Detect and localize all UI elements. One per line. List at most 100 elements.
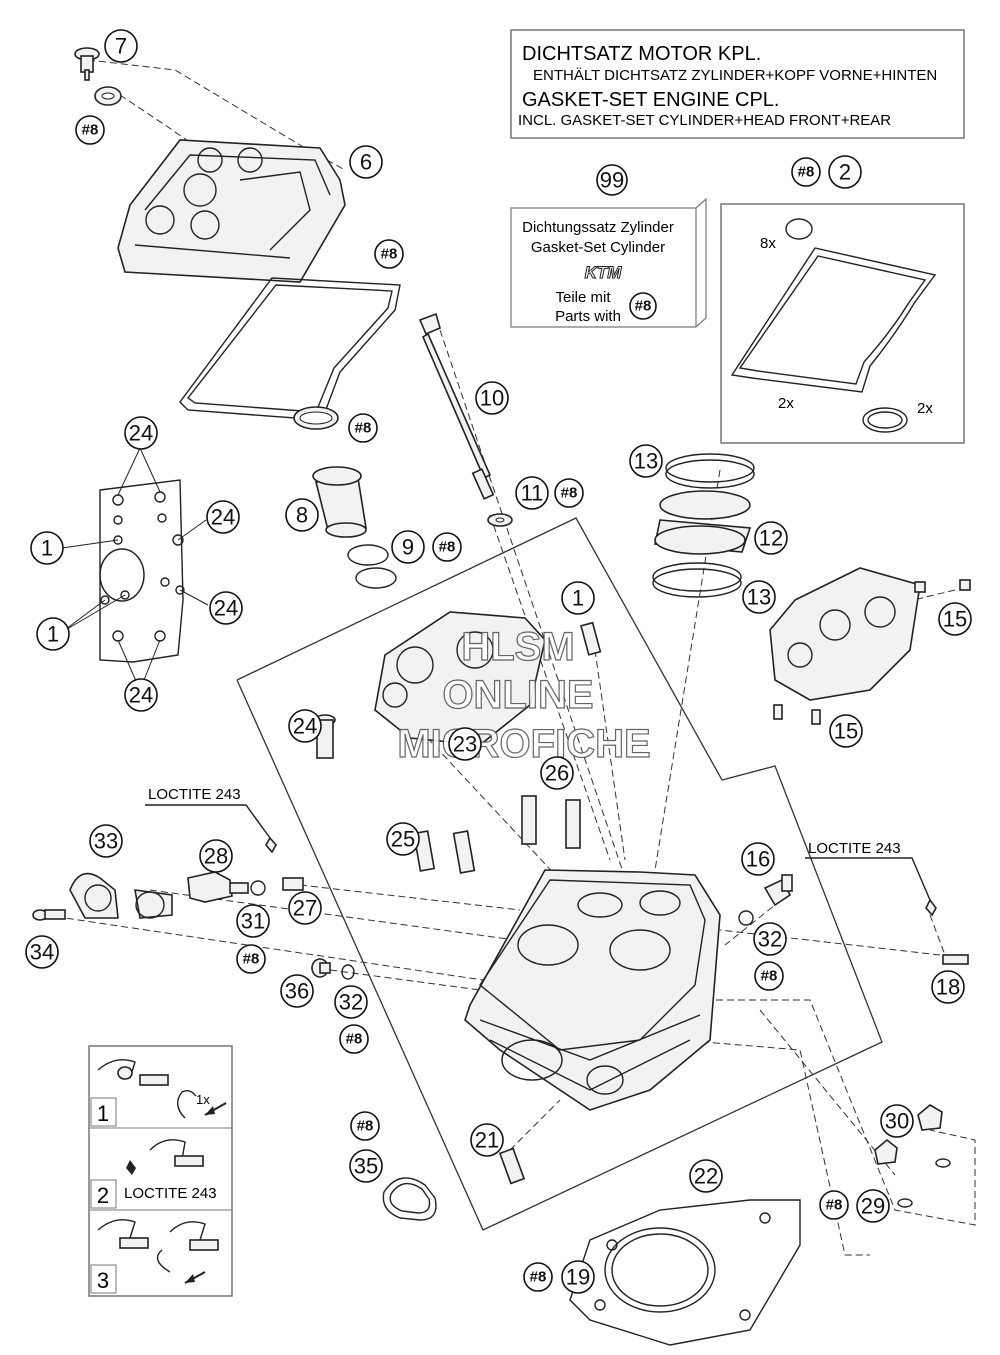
callout-c8j: #8 xyxy=(350,1111,380,1141)
callout-label: 32 xyxy=(339,990,363,1015)
step-2-number: 2 xyxy=(97,1183,109,1208)
callout-label: 30 xyxy=(885,1109,909,1134)
plug-36 xyxy=(311,958,331,978)
callout-c10: 10 xyxy=(475,381,509,415)
svg-text:HLSM: HLSM xyxy=(461,625,574,669)
callout-c8f: #8 xyxy=(791,157,821,187)
callout-label: 13 xyxy=(634,449,658,474)
callout-c1b: 1 xyxy=(36,617,70,651)
callout-label: #8 xyxy=(357,1118,374,1135)
callout-c24a: 24 xyxy=(124,416,158,450)
o-ring-small xyxy=(785,218,813,240)
cover-gasket xyxy=(179,277,401,421)
callout-c24b: 24 xyxy=(206,500,240,534)
seal-ring-in-set xyxy=(862,407,908,433)
loctite-label-left: LOCTITE 243 xyxy=(145,786,271,839)
callout-c31: 31 xyxy=(236,904,270,938)
kit-line2: Gasket-Set Cylinder xyxy=(531,239,665,256)
gasket-box-line2: ENTHÄLT DICHTSATZ ZYLINDER+KOPF VORNE+HI… xyxy=(533,67,937,84)
callout-label: 13 xyxy=(747,585,771,610)
valve-cover-6 xyxy=(117,139,346,283)
callout-label: 22 xyxy=(694,1164,718,1189)
callout-label: 12 xyxy=(759,526,783,551)
callout-label: 8 xyxy=(296,503,308,528)
head-gasket-19 xyxy=(569,1199,801,1346)
callout-label: 34 xyxy=(30,940,54,965)
callout-label: 35 xyxy=(354,1154,378,1179)
clamp-13-upper xyxy=(665,453,755,489)
callout-c28: 28 xyxy=(199,839,233,873)
callout-c9: 9 xyxy=(391,530,425,564)
callout-label: #8 xyxy=(381,246,398,263)
callout-c24e: 24 xyxy=(288,709,322,743)
cam-bridge-center xyxy=(374,611,602,746)
watermark: HLSM ONLINE MICROFICHE xyxy=(397,624,652,766)
callout-c24d: 24 xyxy=(124,678,158,712)
callout-label: 28 xyxy=(204,844,228,869)
callout-label: 29 xyxy=(861,1194,885,1219)
cover-gasket-in-set xyxy=(730,247,937,393)
o-ring-35 xyxy=(382,1177,437,1221)
sensor-housing-33 xyxy=(69,872,173,919)
kit-ref-8: #8 xyxy=(629,292,657,320)
callout-label: 1 xyxy=(47,622,59,647)
kit-line4: Parts with xyxy=(555,308,621,325)
callout-label: 33 xyxy=(94,829,118,854)
callout-label: 32 xyxy=(758,927,782,952)
callout-c8l: #8 xyxy=(523,1262,553,1292)
step-1-number: 1 xyxy=(97,1101,109,1126)
callout-c33: 33 xyxy=(89,824,123,858)
step-2-text: LOCTITE 243 xyxy=(124,1185,217,1202)
fitting-18 xyxy=(925,898,969,965)
callout-c16: 16 xyxy=(741,842,775,876)
callout-label: #8 xyxy=(530,1269,547,1286)
callout-c8i: #8 xyxy=(754,961,784,991)
bolt-10 xyxy=(418,312,495,500)
callout-label: 10 xyxy=(480,386,504,411)
callout-label: 26 xyxy=(545,761,569,786)
callout-label: #8 xyxy=(439,539,456,556)
callout-label: 24 xyxy=(211,505,235,530)
svg-text:#8: #8 xyxy=(635,298,652,315)
callout-label: 19 xyxy=(566,1265,590,1290)
callout-c1c: 1 xyxy=(561,581,595,615)
callout-label: #8 xyxy=(561,485,578,502)
callout-c32a: 32 xyxy=(334,985,368,1019)
callout-c22: 22 xyxy=(689,1159,723,1193)
callout-c8g: #8 xyxy=(236,944,266,974)
cam-bridge-right xyxy=(769,567,971,725)
gasket-box-line4: INCL. GASKET-SET CYLINDER+HEAD FRONT+REA… xyxy=(518,112,891,129)
callout-label: 6 xyxy=(360,150,372,175)
callout-label: 21 xyxy=(475,1128,499,1153)
callout-label: 25 xyxy=(391,827,415,852)
cylinder-head xyxy=(464,869,721,1111)
step-1-turn: 1x xyxy=(196,1092,210,1107)
callout-99: 99 xyxy=(596,164,628,196)
callout-c19: 19 xyxy=(561,1260,595,1294)
kit-line1: Dichtungssatz Zylinder xyxy=(522,219,674,236)
seal-ring-upper xyxy=(293,406,339,430)
callout-c36: 36 xyxy=(280,974,314,1008)
qty-8x: 8x xyxy=(760,235,776,252)
callout-c11: 11 xyxy=(515,476,549,510)
callout-label: 2 xyxy=(839,160,851,185)
callout-c8b: #8 xyxy=(374,239,404,269)
qty-2x-a: 2x xyxy=(778,395,794,412)
callout-c26: 26 xyxy=(540,756,574,790)
callout-label: 7 xyxy=(115,34,127,59)
callout-label: 15 xyxy=(834,719,858,744)
callout-c15b: 15 xyxy=(829,714,863,748)
washer-32-right xyxy=(738,910,754,926)
bolt-7 xyxy=(74,47,100,81)
callout-c30: 30 xyxy=(880,1104,914,1138)
o-rings-9 xyxy=(347,544,397,589)
gasket-plate-24 xyxy=(61,447,209,691)
clamp-13-lower xyxy=(652,562,742,598)
callout-label: 27 xyxy=(293,896,317,921)
washer-11 xyxy=(487,513,513,527)
svg-text:ONLINE: ONLINE xyxy=(442,673,593,717)
callout-c8a: #8 xyxy=(75,115,105,145)
callout-label: 11 xyxy=(521,481,544,506)
